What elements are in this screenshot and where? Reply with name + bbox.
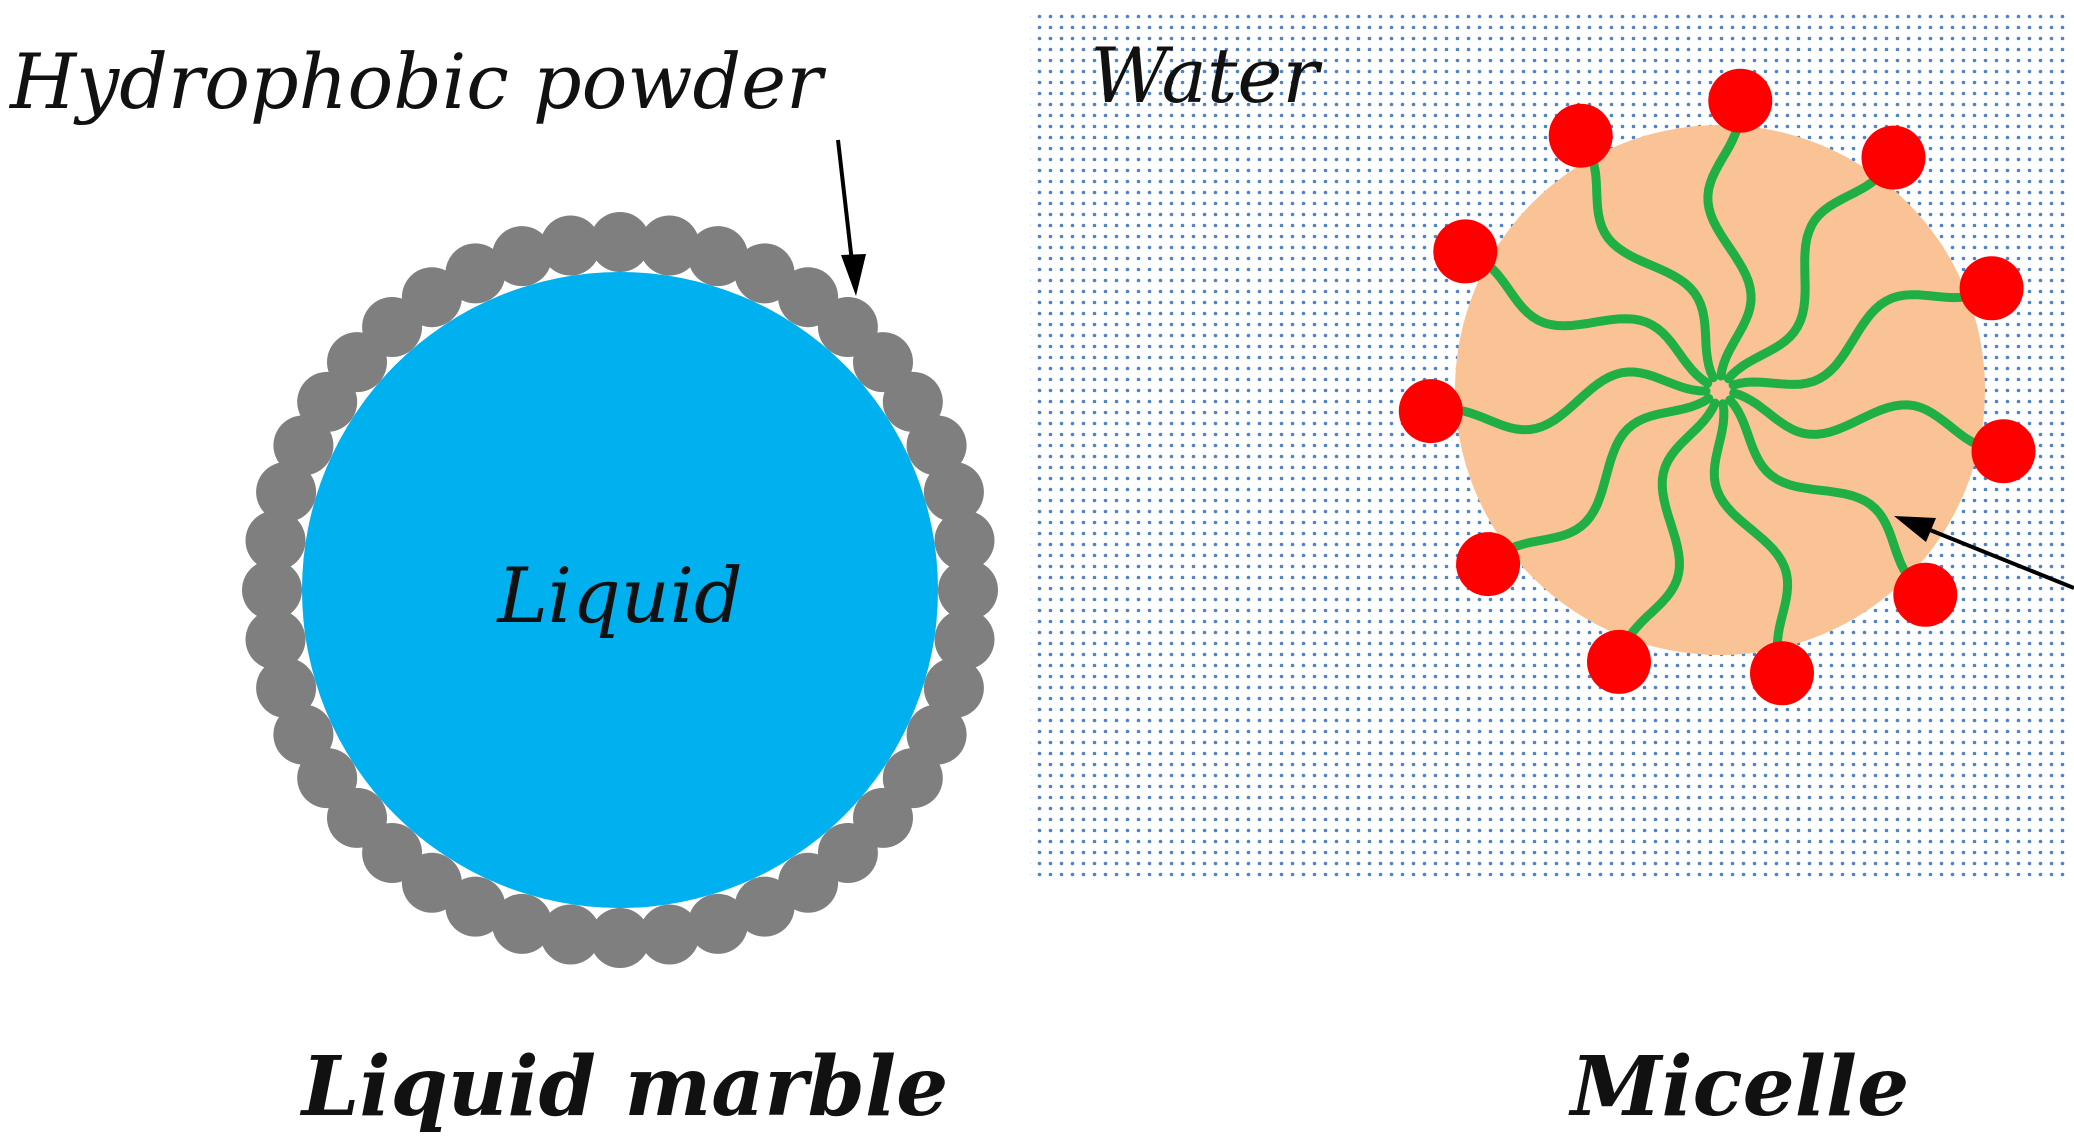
- liquid-label: Liquid: [495, 551, 742, 640]
- surfactant-head: [1398, 379, 1463, 444]
- liquid-marble: Liquid: [242, 212, 998, 968]
- hydrophobic-powder-label: Hydrophobic powder: [8, 37, 827, 126]
- powder-particle: [245, 609, 306, 670]
- hydrophobic-powder-ring: [242, 212, 998, 968]
- liquid-droplet: [302, 272, 938, 908]
- powder-particle: [639, 904, 700, 965]
- surfactant-tail: [1725, 395, 1916, 586]
- surfactant-head: [1861, 125, 1926, 190]
- surfactant-head: [1587, 629, 1651, 694]
- surfactant-head: [1708, 68, 1773, 133]
- surfactant-tail: [1723, 169, 1886, 384]
- powder-arrow: [836, 139, 866, 296]
- powder-particle: [934, 510, 995, 571]
- powder-particle: [923, 658, 984, 718]
- surfactant-head: [1433, 219, 1498, 284]
- surfactant-head: [1893, 562, 1958, 627]
- liquid-marble-caption: Liquid marble: [300, 1039, 949, 1135]
- surfactant-tail: [1729, 388, 1989, 452]
- powder-particle: [445, 243, 506, 304]
- powder-particle: [934, 609, 995, 670]
- surfactant-tail: [1499, 393, 1714, 557]
- surfactant-tail: [1446, 367, 1711, 435]
- powder-particle: [688, 893, 748, 954]
- powder-particle: [256, 658, 317, 718]
- surfactant-head: [1959, 256, 2024, 321]
- powder-particle: [938, 560, 998, 620]
- surfactant-tail: [1709, 399, 1793, 659]
- powder-particle: [492, 226, 552, 287]
- surfactant-tail: [1621, 398, 1720, 648]
- powder-particle: [242, 560, 302, 620]
- surfactant-tail: [1728, 290, 1978, 390]
- powder-particle: [256, 462, 317, 522]
- hydrophilic-heads: [1398, 68, 2036, 706]
- micelle: [1398, 68, 2036, 706]
- powder-particle: [540, 904, 601, 965]
- powder-particle: [639, 215, 700, 276]
- powder-particle: [540, 215, 601, 276]
- powder-particle: [590, 212, 650, 272]
- powder-particle: [245, 510, 306, 571]
- surfactant-tail: [1478, 256, 1713, 388]
- powder-particle: [734, 876, 795, 937]
- water-label: Water: [1090, 31, 1323, 120]
- surfactant-head: [1750, 641, 1814, 706]
- surfactant-head: [1456, 532, 1521, 597]
- surfactant-head: [1548, 103, 1613, 168]
- surfactant-tail: [1703, 116, 1756, 381]
- core-arrow: [1894, 516, 2074, 590]
- powder-particle: [590, 908, 650, 968]
- surfactant-head: [1971, 419, 2036, 484]
- powder-particle: [906, 415, 967, 476]
- powder-particle: [273, 704, 334, 765]
- hydrophobic-tails: [1446, 116, 1989, 659]
- powder-particle: [923, 462, 984, 522]
- surfactant-tail: [1585, 148, 1718, 383]
- powder-particle: [492, 893, 552, 954]
- powder-particle: [688, 226, 748, 287]
- micelle-caption: Micelle: [1568, 1039, 1910, 1135]
